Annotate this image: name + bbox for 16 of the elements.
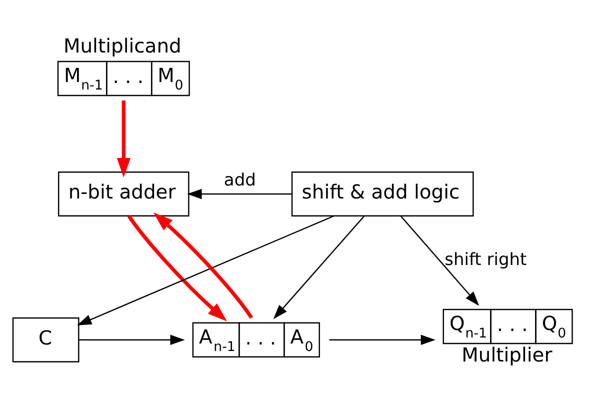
node-label: Multiplier <box>462 344 552 367</box>
node-box: shift & add logic <box>291 172 474 216</box>
edge-label: shift right <box>444 250 527 270</box>
arrow <box>76 215 334 326</box>
arrow <box>153 212 254 319</box>
arrow <box>127 215 228 322</box>
arrow <box>78 334 185 345</box>
arrow <box>187 188 292 200</box>
arrow <box>329 334 436 345</box>
arrow <box>400 216 480 306</box>
edge-label: add <box>224 170 256 191</box>
node-box: C <box>12 317 80 362</box>
node-label: Multiplicand <box>63 34 182 58</box>
arrow <box>273 216 365 320</box>
node-box: n-bit adder <box>58 172 190 216</box>
arrow <box>116 100 130 178</box>
